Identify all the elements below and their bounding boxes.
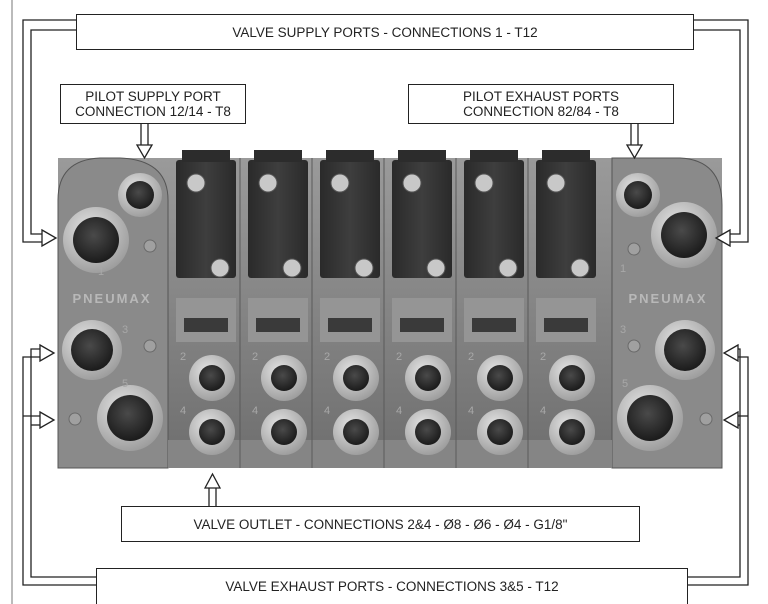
port-mark-1-right: 1 xyxy=(620,263,626,275)
port-mark-3-left: 3 xyxy=(122,324,128,336)
arrow-left-supply xyxy=(42,230,56,246)
port-mark-2: 2 xyxy=(468,351,474,363)
port-mark-5-left: 5 xyxy=(122,378,128,390)
exhaust-port-5-left xyxy=(97,385,163,451)
valve-supply-label: VALVE SUPPLY PORTS - CONNECTIONS 1 - T12 xyxy=(76,14,694,50)
pilot-supply-line2: CONNECTION 12/14 - T8 xyxy=(75,104,231,119)
outlet-port xyxy=(189,409,235,455)
valve-outlet-label: VALVE OUTLET - CONNECTIONS 2&4 - Ø8 - Ø6… xyxy=(121,506,640,542)
port-mark-2: 2 xyxy=(396,351,402,363)
outlet-port xyxy=(261,355,307,401)
solenoid-coil xyxy=(176,150,236,342)
solenoid-coil xyxy=(536,150,596,342)
port-mark-4: 4 xyxy=(252,405,258,417)
arrow-left-exhaust5 xyxy=(40,412,54,428)
port-mark-4: 4 xyxy=(324,405,330,417)
exhaust-port-3-left xyxy=(62,320,122,380)
arrow-right-exhaust3 xyxy=(724,345,738,361)
arrow-pilot-exhaust xyxy=(627,145,642,158)
supply-port-left xyxy=(63,207,129,273)
outlet-port xyxy=(261,409,307,455)
arrow-right-exhaust5 xyxy=(724,412,738,428)
arrow-left-exhaust3 xyxy=(40,345,54,361)
arrow-outlet xyxy=(205,474,220,488)
pilot-supply-label: PILOT SUPPLY PORT CONNECTION 12/14 - T8 xyxy=(60,84,246,124)
outlet-port xyxy=(405,355,451,401)
pilot-supply-line1: PILOT SUPPLY PORT xyxy=(85,89,221,104)
solenoid-coil xyxy=(320,150,380,342)
outlet-port xyxy=(189,355,235,401)
outlet-port xyxy=(405,409,451,455)
solenoid-coil xyxy=(248,150,308,342)
outlet-port xyxy=(333,409,379,455)
pilot-exhaust-port xyxy=(616,173,660,217)
port-mark-2: 2 xyxy=(180,351,186,363)
solenoid-coil xyxy=(392,150,452,342)
port-mark-4: 4 xyxy=(180,405,186,417)
port-mark-1-left: 1 xyxy=(98,266,104,278)
pilot-exhaust-line2: CONNECTION 82/84 - T8 xyxy=(463,104,619,119)
outlet-port xyxy=(477,355,523,401)
valve-supply-text: VALVE SUPPLY PORTS - CONNECTIONS 1 - T12 xyxy=(232,25,537,40)
pilot-exhaust-label: PILOT EXHAUST PORTS CONNECTION 82/84 - T… xyxy=(408,84,674,124)
port-mark-3-right: 3 xyxy=(620,324,626,336)
port-mark-2: 2 xyxy=(252,351,258,363)
brand-left: PNEUMAX xyxy=(72,291,151,306)
outlet-port xyxy=(333,355,379,401)
brand-right: PNEUMAX xyxy=(628,291,707,306)
arrow-pilot-supply xyxy=(137,145,152,158)
outlet-port xyxy=(549,355,595,401)
valve-exhaust-text: VALVE EXHAUST PORTS - CONNECTIONS 3&5 - … xyxy=(225,579,558,594)
pilot-exhaust-line1: PILOT EXHAUST PORTS xyxy=(463,89,619,104)
port-mark-4: 4 xyxy=(468,405,474,417)
valve-outlet-text: VALVE OUTLET - CONNECTIONS 2&4 - Ø8 - Ø6… xyxy=(194,517,568,532)
pilot-supply-port xyxy=(118,173,162,217)
port-mark-2: 2 xyxy=(324,351,330,363)
solenoid-coil xyxy=(464,150,524,342)
outlet-port xyxy=(477,409,523,455)
port-mark-5-right: 5 xyxy=(622,378,628,390)
exhaust-port-3-right xyxy=(655,320,715,380)
port-mark-4: 4 xyxy=(396,405,402,417)
port-mark-2: 2 xyxy=(540,351,546,363)
exhaust-port-5-right xyxy=(617,385,683,451)
outlet-port xyxy=(549,409,595,455)
port-mark-4: 4 xyxy=(540,405,546,417)
valve-exhaust-label: VALVE EXHAUST PORTS - CONNECTIONS 3&5 - … xyxy=(96,568,688,604)
supply-port-right xyxy=(651,202,717,268)
